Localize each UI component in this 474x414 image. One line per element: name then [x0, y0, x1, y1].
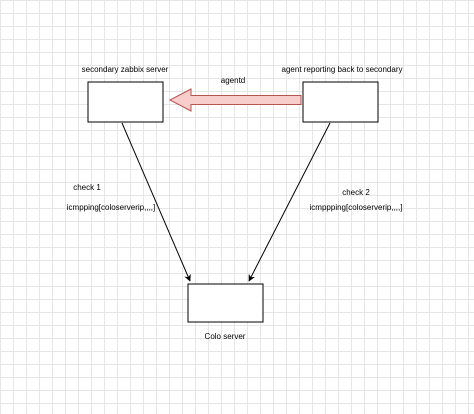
check-1-label: check 1: [73, 183, 101, 192]
check-2-edge[interactable]: [248, 122, 331, 282]
check-1-edge[interactable]: [121, 122, 191, 282]
secondary-server-box[interactable]: [87, 81, 164, 123]
colo-server-box[interactable]: [187, 283, 264, 323]
agent-box[interactable]: [302, 81, 379, 123]
agentd-arrow[interactable]: [168, 88, 302, 112]
agent-label: agent reporting back to secondary: [282, 65, 403, 74]
colo-server-label: Colo server: [205, 332, 246, 341]
check-1-detail: icmpping[coloserverip,,,,]: [67, 203, 155, 212]
secondary-server-label: secondary zabbix server: [82, 65, 169, 74]
check-2-detail: icmppping[coloserverip,,,,]: [310, 203, 403, 212]
check-2-label: check 2: [342, 188, 370, 197]
agentd-label: agentd: [221, 76, 245, 85]
